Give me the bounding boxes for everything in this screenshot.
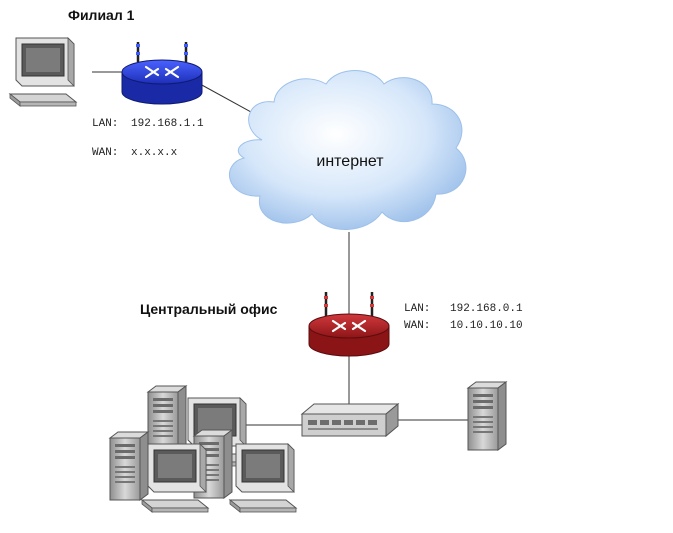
central-office: Центральный офис LAN: 192.168.0.1 WAN: 1… (109, 292, 523, 513)
branch-wan-label: WAN: (92, 147, 118, 159)
branch-title: Филиал 1 (68, 7, 135, 23)
central-lan-ip: 192.168.0.1 (450, 303, 523, 315)
desktop-computer-icon (141, 443, 209, 513)
desktop-computer-icon (229, 443, 297, 513)
router-icon (121, 42, 203, 105)
router-icon (308, 292, 390, 357)
branch-office: Филиал 1 LAN: 192.168.1.1 WAN: x.x.x.x (9, 7, 204, 159)
central-lan-label: LAN: (404, 303, 430, 315)
server-tower-icon (467, 381, 507, 451)
branch-wan-ip: x.x.x.x (131, 147, 178, 159)
cloud-icon: интернет (228, 70, 467, 230)
branch-lan-label: LAN: (92, 118, 118, 130)
central-wan-ip: 10.10.10.10 (450, 320, 523, 332)
central-wan-label: WAN: (404, 320, 430, 332)
client-computers (109, 385, 297, 513)
branch-lan-ip: 192.168.1.1 (131, 118, 204, 130)
internet-label: интернет (316, 153, 384, 170)
switch-icon (300, 402, 400, 438)
central-title: Центральный офис (140, 301, 278, 317)
desktop-computer-icon (9, 37, 77, 107)
tower-icon (109, 431, 149, 501)
